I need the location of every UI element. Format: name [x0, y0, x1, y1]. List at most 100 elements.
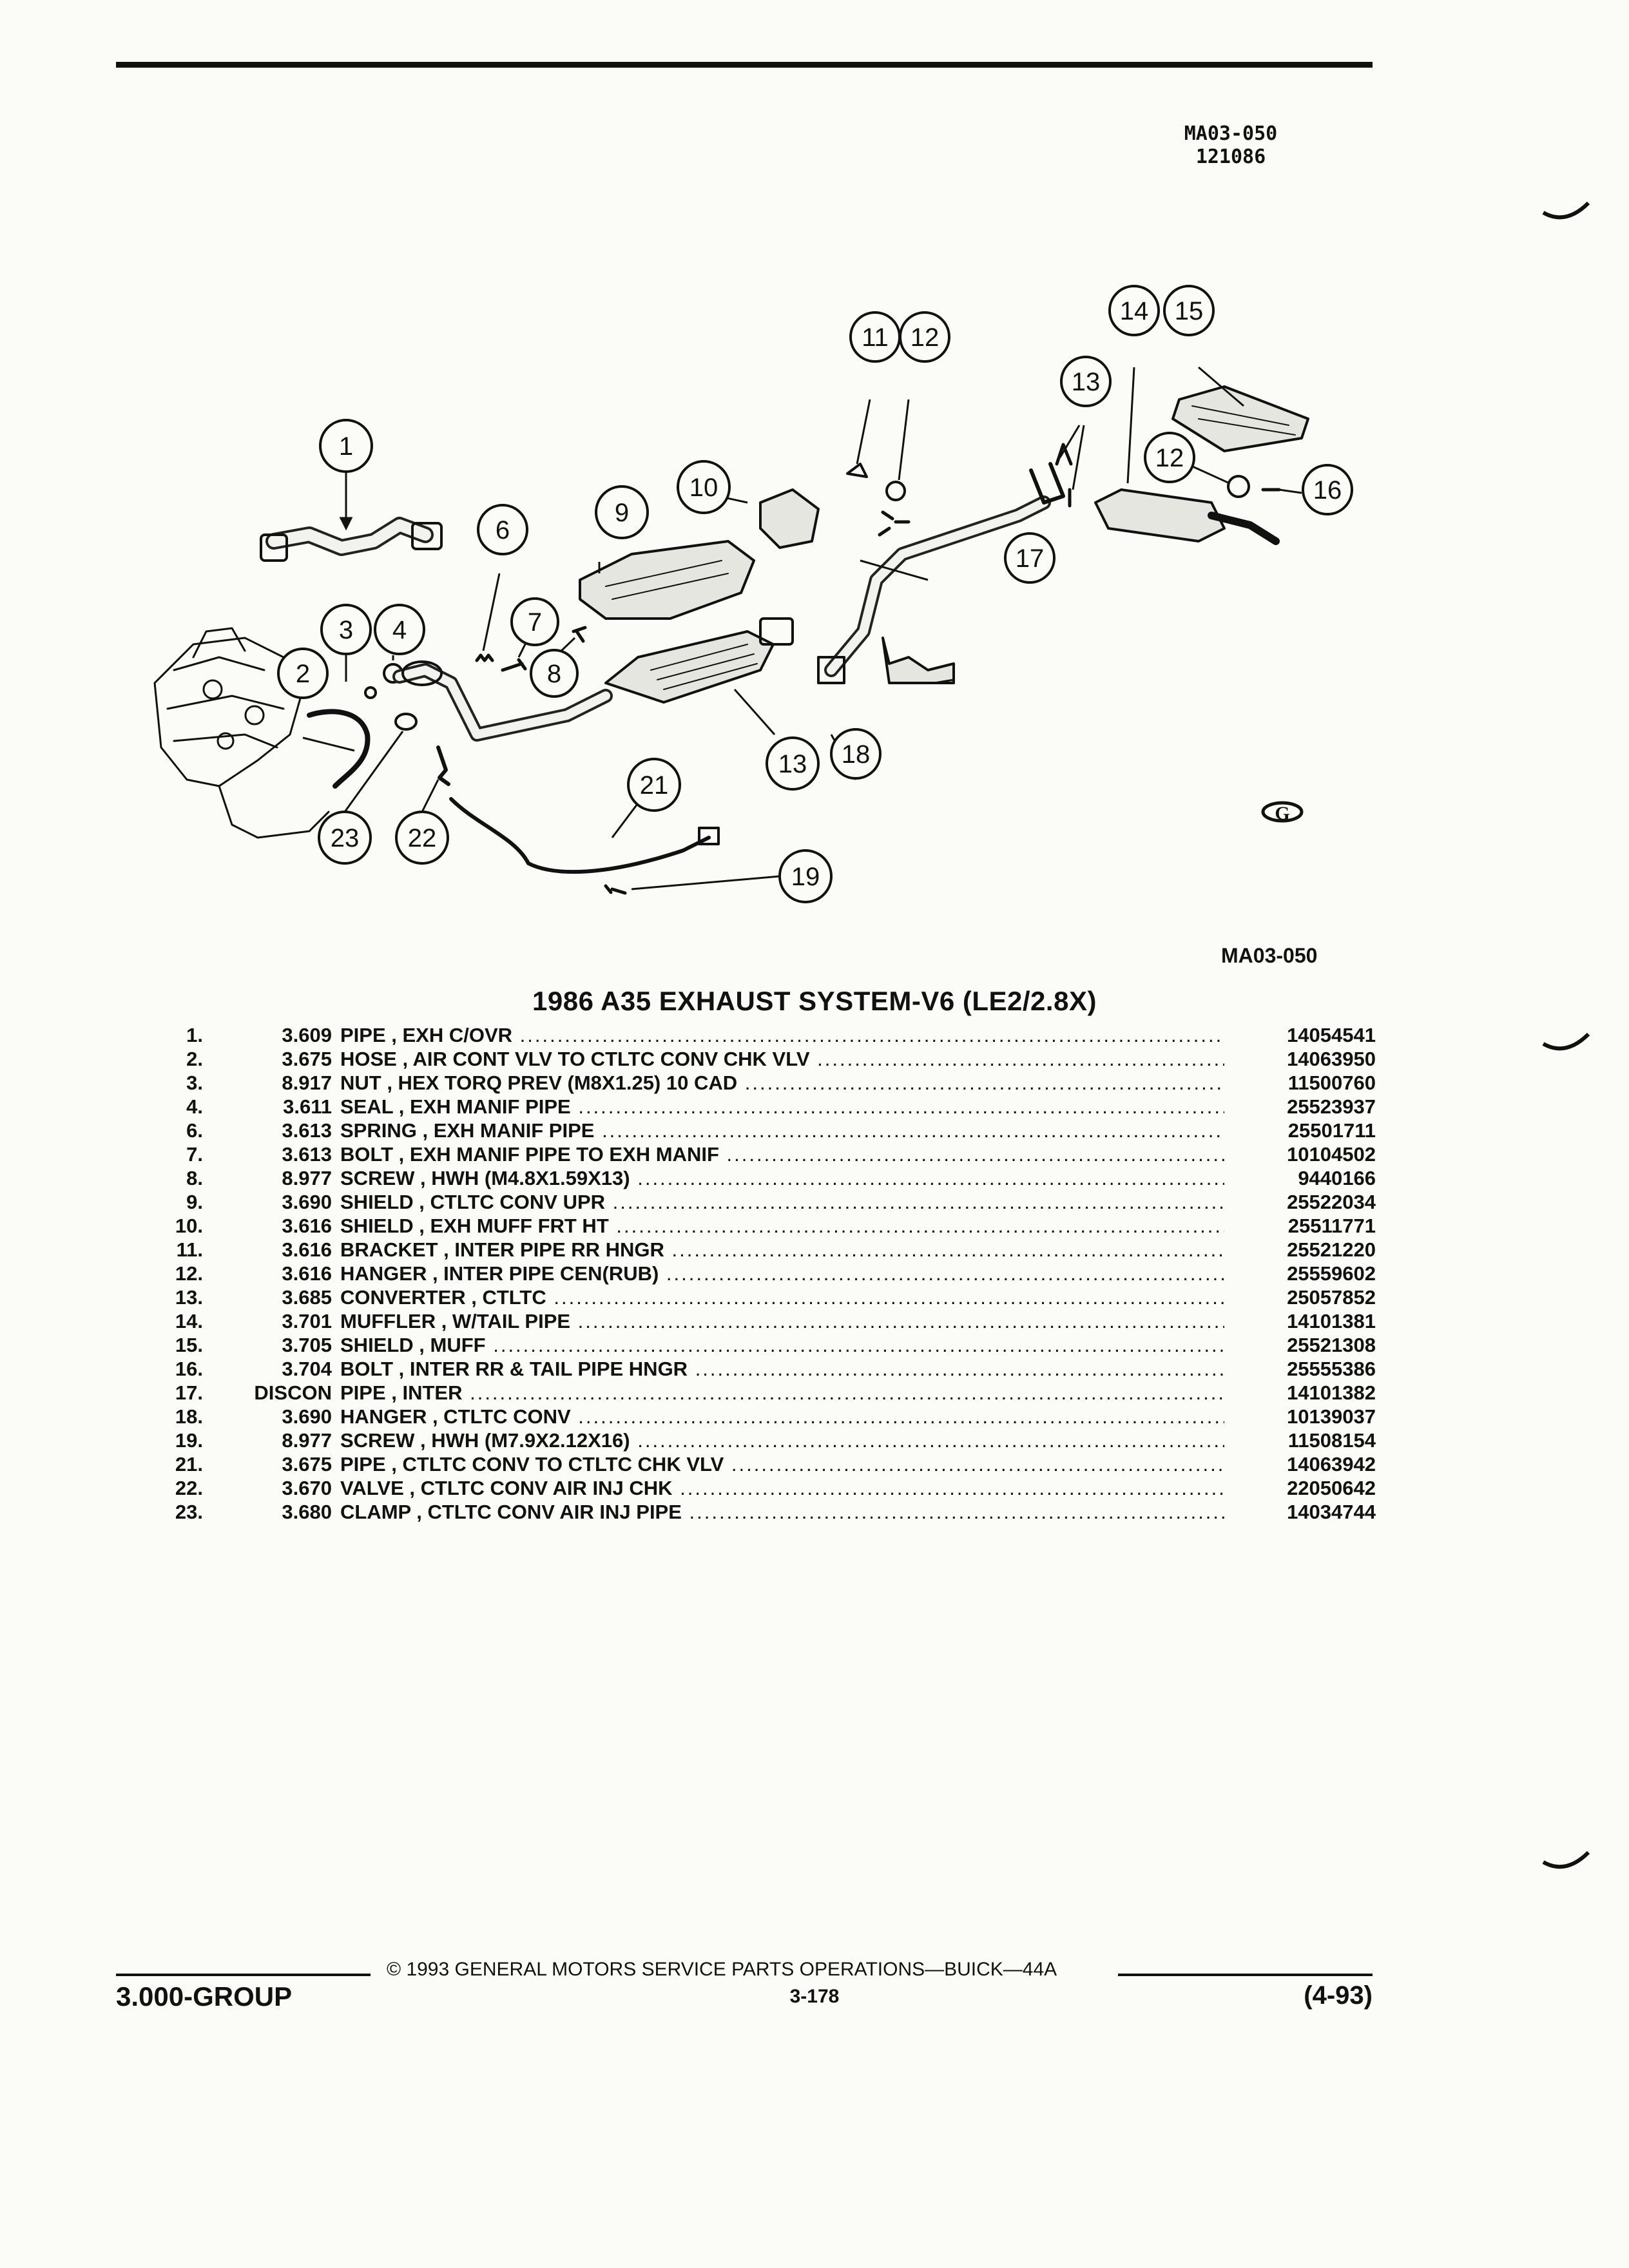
- svg-text:21: 21: [640, 771, 669, 800]
- converter-hanger: [882, 637, 955, 684]
- part-number-index: 11.: [176, 1238, 203, 1261]
- callout-13-center: 13: [766, 736, 820, 791]
- part-group-code: 3.609: [282, 1024, 332, 1046]
- part-number: 9440166: [1298, 1167, 1376, 1189]
- svg-text:4: 4: [392, 616, 407, 644]
- front-pipe: [392, 660, 613, 742]
- part-number-index: 8.: [186, 1167, 203, 1189]
- muffler: [1094, 488, 1280, 545]
- part-group-code: DISCON: [254, 1381, 332, 1404]
- part-group-code: 3.613: [282, 1119, 332, 1142]
- part-number-index: 22.: [175, 1477, 203, 1499]
- footer-rule-right: [1118, 1974, 1373, 1976]
- part-row: 21. 3.675 PIPE , CTLTC CONV TO CTLTC CHK V…: [151, 1452, 1376, 1476]
- hanger-clips: [878, 510, 911, 537]
- part-number: 25559602: [1287, 1262, 1376, 1285]
- callout-15: 15: [1163, 285, 1215, 336]
- callout-7: 7: [510, 597, 559, 646]
- part-number: 14063942: [1287, 1453, 1376, 1475]
- part-number-index: 12.: [175, 1262, 203, 1285]
- svg-text:19: 19: [791, 863, 820, 891]
- tail-pipe-hanger: [1227, 475, 1250, 498]
- manifold-spring: [475, 653, 494, 662]
- part-group-code: 3.705: [282, 1334, 332, 1356]
- part-group-code: 3.690: [282, 1191, 332, 1213]
- part-description: MUFFLER , W/TAIL PIPE: [340, 1309, 1224, 1333]
- part-group-code: 3.704: [282, 1358, 332, 1380]
- part-description: CLAMP , CTLTC CONV AIR INJ PIPE: [340, 1500, 1224, 1524]
- svg-text:11: 11: [862, 323, 889, 352]
- part-group-code: 3.616: [282, 1215, 332, 1237]
- revision-date: (4-93): [1304, 1981, 1373, 2010]
- callout-11: 11: [849, 311, 901, 363]
- svg-text:10: 10: [689, 474, 718, 502]
- part-description: BOLT , EXH MANIF PIPE TO EXH MANIF: [340, 1142, 1224, 1166]
- callout-17: 17: [1004, 532, 1055, 584]
- svg-text:12: 12: [911, 323, 940, 352]
- svg-text:G: G: [1275, 803, 1289, 824]
- part-number-index: 16.: [175, 1358, 203, 1380]
- part-description: PIPE , CTLTC CONV TO CTLTC CHK VLV: [340, 1452, 1224, 1476]
- part-number: 25521220: [1287, 1238, 1376, 1261]
- part-number-index: 1.: [186, 1024, 203, 1046]
- part-number: 25521308: [1287, 1334, 1376, 1356]
- inter-pipe-hanger: [885, 481, 906, 501]
- callout-13-top: 13: [1060, 356, 1112, 407]
- svg-text:14: 14: [1120, 297, 1149, 325]
- svg-text:15: 15: [1175, 297, 1204, 325]
- part-number-index: 6.: [186, 1119, 203, 1142]
- illustration-code: MA03-050 121086: [1157, 122, 1305, 169]
- part-description: HANGER , INTER PIPE CEN(RUB): [340, 1262, 1224, 1285]
- part-group-code: 3.690: [282, 1405, 332, 1428]
- part-number-index: 17.: [175, 1381, 203, 1404]
- part-description: PIPE , INTER: [340, 1381, 1224, 1405]
- svg-text:17: 17: [1016, 544, 1045, 573]
- part-number: 14034744: [1287, 1501, 1376, 1523]
- svg-text:13: 13: [778, 750, 807, 778]
- svg-text:18: 18: [842, 740, 871, 769]
- callout-22: 22: [395, 811, 449, 865]
- svg-text:8: 8: [547, 660, 561, 688]
- part-description: CONVERTER , CTLTC: [340, 1285, 1224, 1309]
- part-description: SCREW , HWH (M4.8X1.59X13): [340, 1166, 1224, 1190]
- part-description: SEAL , EXH MANIF PIPE: [340, 1095, 1224, 1119]
- air-hose: [307, 709, 371, 789]
- part-group-code: 3.680: [282, 1501, 332, 1523]
- top-rule: [116, 62, 1373, 68]
- part-row: 16. 3.704 BOLT , INTER RR & TAIL PIPE HNGR…: [151, 1357, 1376, 1381]
- converter-upper-shield: [579, 540, 755, 620]
- intermediate-pipe: [817, 462, 1065, 684]
- svg-text:16: 16: [1313, 476, 1342, 505]
- g-logo: G: [1261, 801, 1304, 824]
- callout-23: 23: [318, 811, 372, 865]
- callout-9: 9: [595, 485, 649, 539]
- callout-21: 21: [627, 758, 681, 812]
- part-description: SCREW , HWH (M7.9X2.12X16): [340, 1428, 1224, 1452]
- svg-text:1: 1: [339, 432, 353, 461]
- callout-16: 16: [1302, 464, 1353, 515]
- part-description: SHIELD , EXH MUFF FRT HT: [340, 1214, 1224, 1238]
- part-number-index: 21.: [175, 1453, 203, 1475]
- binder-mark-3: [1542, 1850, 1590, 1869]
- part-description: BOLT , INTER RR & TAIL PIPE HNGR: [340, 1357, 1224, 1381]
- callout-1: 1: [319, 419, 373, 473]
- part-group-code: 3.675: [282, 1453, 332, 1475]
- svg-text:23: 23: [331, 824, 360, 852]
- part-description: SHIELD , CTLTC CONV UPR: [340, 1190, 1224, 1214]
- screw-19: [604, 884, 627, 895]
- svg-text:22: 22: [408, 824, 437, 852]
- catalytic-converter: [604, 617, 794, 704]
- callout-8: 8: [530, 649, 579, 698]
- part-number-index: 13.: [175, 1286, 203, 1309]
- part-number-index: 4.: [186, 1095, 203, 1118]
